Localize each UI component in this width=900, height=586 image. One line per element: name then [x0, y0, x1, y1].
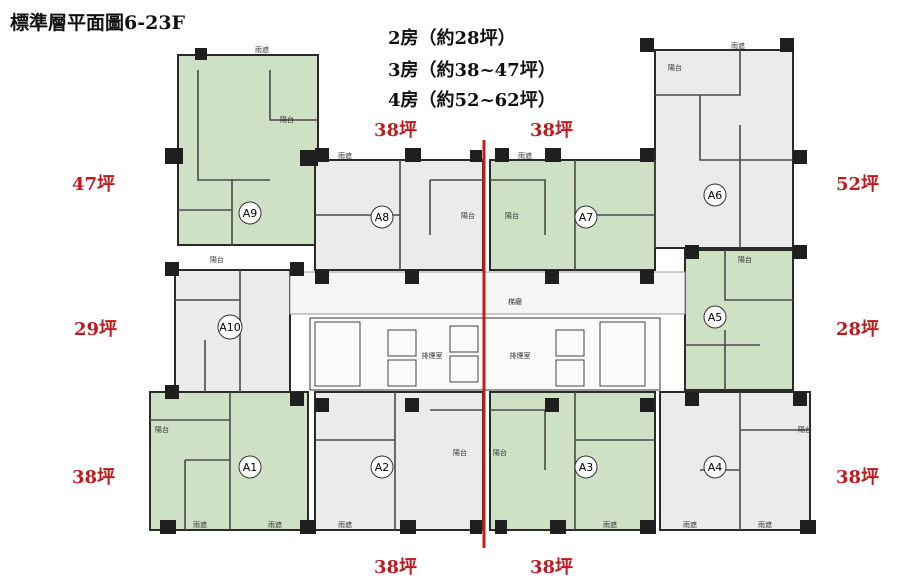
- room-label-rain-cover: 雨遮: [758, 520, 772, 529]
- unit-A7-size: 38坪: [530, 120, 574, 141]
- room-label-rain-cover: 雨遮: [731, 41, 745, 50]
- room-label-rain-cover: 雨遮: [518, 151, 532, 160]
- unit-A8-size: 38坪: [374, 120, 418, 141]
- unit-labels: A9 A8 A7 A6 A10 A5 A1 A2 A3 A4: [217, 183, 727, 479]
- unit-A3-zone: [489, 391, 656, 531]
- room-label-balcony: 陽台: [155, 425, 169, 434]
- room-label-rain-cover: 雨遮: [268, 520, 282, 529]
- unit-A10-label: A10: [219, 321, 241, 334]
- unit-A5-label: A5: [708, 311, 723, 324]
- unit-A6-zone: [654, 49, 794, 249]
- unit-A6-size: 52坪: [836, 174, 880, 195]
- elevator-3: [449, 325, 479, 353]
- elevator-5: [555, 329, 585, 357]
- room-label-rain-cover: 雨遮: [338, 520, 352, 529]
- room-label-balcony: 陽台: [505, 211, 519, 220]
- legend-3-room: 3房（約38~47坪）: [388, 60, 556, 81]
- unit-A1-zone: [149, 391, 309, 531]
- room-label-balcony: 陽台: [461, 211, 475, 220]
- unit-A3-size: 38坪: [530, 557, 574, 578]
- room-label-balcony: 陽台: [668, 63, 682, 72]
- legend-4-room: 4房（約52~62坪）: [388, 90, 556, 111]
- room-label-balcony: 陽台: [493, 448, 507, 457]
- room-label-smoke-room: 排煙室: [510, 351, 531, 360]
- elevator-4: [449, 355, 479, 383]
- room-label-balcony: 陽台: [210, 255, 224, 264]
- unit-A4-zone: [659, 391, 811, 531]
- unit-A5-zone: [684, 249, 794, 391]
- room-label-lobby: 梯廳: [508, 297, 522, 306]
- unit-A1-size: 38坪: [72, 467, 116, 488]
- room-label-rain-cover: 雨遮: [603, 520, 617, 529]
- room-label-rain-cover: 雨遮: [193, 520, 207, 529]
- room-label-balcony: 陽台: [738, 255, 752, 264]
- unit-A7-label: A7: [579, 211, 594, 224]
- room-label-rain-cover: 雨遮: [338, 151, 352, 160]
- unit-A6-label: A6: [708, 189, 723, 202]
- unit-A3-label: A3: [579, 461, 594, 474]
- interior-walls: [150, 50, 810, 530]
- unit-A4-size: 38坪: [836, 467, 880, 488]
- unit-A2-zone: [314, 391, 484, 531]
- room-label-balcony: 陽台: [798, 425, 812, 434]
- unit-A9-label: A9: [243, 207, 258, 220]
- unit-A4-label: A4: [708, 461, 723, 474]
- unit-A10-size: 29坪: [74, 319, 118, 340]
- legend-2-room: 2房（約28坪）: [388, 28, 516, 49]
- room-label-rain-cover: 雨遮: [683, 520, 697, 529]
- elevator-2: [387, 359, 417, 387]
- unit-A2-label: A2: [375, 461, 390, 474]
- unit-A8-label: A8: [375, 211, 390, 224]
- room-label-smoke-room: 排煙室: [422, 351, 443, 360]
- unit-A1-label: A1: [243, 461, 258, 474]
- stair-right: [599, 321, 646, 387]
- room-label-rain-cover: 雨遮: [255, 45, 269, 54]
- elevator-1: [387, 329, 417, 357]
- unit-A9-size: 47坪: [72, 174, 116, 195]
- unit-A2-size: 38坪: [374, 557, 418, 578]
- structural-columns: [160, 38, 816, 534]
- page-title: 標準層平面圖6-23F: [10, 12, 186, 34]
- unit-A5-size: 28坪: [836, 319, 880, 340]
- room-labels: 雨遮 陽台 雨遮 雨遮 陽台 陽台 陽台 雨遮 陽台 陽台 梯廳 排煙室 排煙室…: [155, 41, 812, 529]
- room-label-balcony: 陽台: [453, 448, 467, 457]
- stair-left: [314, 321, 361, 387]
- room-label-balcony: 陽台: [280, 115, 294, 124]
- corridor: [289, 271, 686, 315]
- elevator-6: [555, 359, 585, 387]
